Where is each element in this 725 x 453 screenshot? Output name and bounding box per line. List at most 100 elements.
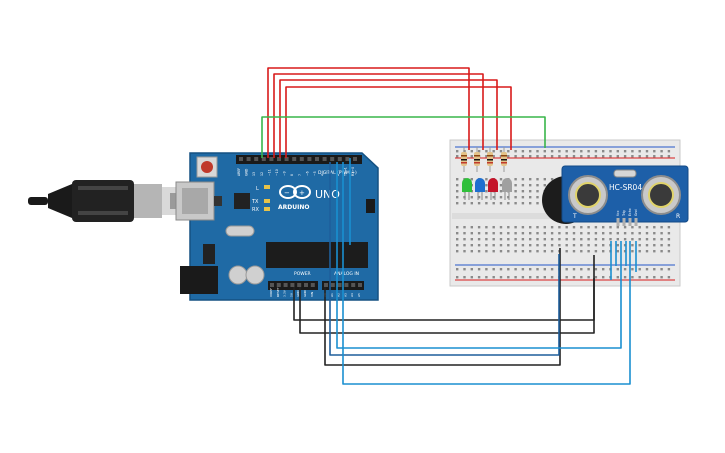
breadboard-hole[interactable]: [631, 232, 634, 235]
breadboard-hole[interactable]: [580, 226, 583, 229]
header-pin[interactable]: [344, 283, 349, 287]
breadboard-hole[interactable]: [631, 276, 634, 279]
breadboard-hole[interactable]: [558, 150, 561, 153]
breadboard-hole[interactable]: [514, 184, 517, 187]
breadboard-hole[interactable]: [609, 150, 612, 153]
breadboard-hole[interactable]: [565, 226, 568, 229]
breadboard-hole[interactable]: [609, 226, 612, 229]
reset-button[interactable]: [201, 161, 213, 173]
breadboard-hole[interactable]: [572, 150, 576, 153]
breadboard-hole[interactable]: [463, 244, 466, 247]
breadboard-hole[interactable]: [456, 184, 459, 187]
breadboard-hole[interactable]: [463, 226, 466, 229]
breadboard-hole[interactable]: [594, 232, 598, 235]
breadboard-hole[interactable]: [470, 250, 473, 253]
header-pin[interactable]: [276, 283, 281, 287]
breadboard-hole[interactable]: [594, 150, 598, 153]
breadboard-hole[interactable]: [492, 150, 495, 153]
breadboard-hole[interactable]: [609, 155, 612, 158]
breadboard-hole[interactable]: [521, 196, 525, 199]
breadboard-hole[interactable]: [660, 268, 663, 271]
breadboard-hole[interactable]: [543, 150, 546, 153]
breadboard-hole[interactable]: [550, 150, 554, 153]
breadboard-hole[interactable]: [521, 202, 525, 205]
breadboard-hole[interactable]: [536, 276, 539, 279]
breadboard-hole[interactable]: [529, 226, 532, 229]
breadboard-hole[interactable]: [529, 155, 532, 158]
breadboard-hole[interactable]: [536, 178, 539, 181]
breadboard-hole[interactable]: [521, 276, 525, 279]
breadboard-hole[interactable]: [602, 150, 605, 153]
breadboard-hole[interactable]: [565, 244, 568, 247]
breadboard-hole[interactable]: [463, 250, 466, 253]
breadboard-hole[interactable]: [543, 155, 546, 158]
breadboard-hole[interactable]: [580, 238, 583, 241]
breadboard-hole[interactable]: [477, 196, 481, 199]
breadboard-hole[interactable]: [550, 226, 554, 229]
breadboard-hole[interactable]: [492, 202, 495, 205]
breadboard-hole[interactable]: [631, 250, 634, 253]
breadboard-hole[interactable]: [463, 238, 466, 241]
breadboard-hole[interactable]: [536, 155, 539, 158]
breadboard-hole[interactable]: [660, 250, 663, 253]
digital-pin-header[interactable]: [236, 155, 362, 164]
breadboard-hole[interactable]: [485, 190, 488, 193]
header-pin[interactable]: [307, 157, 312, 161]
breadboard-hole[interactable]: [470, 155, 473, 158]
breadboard-hole[interactable]: [470, 238, 473, 241]
breadboard-hole[interactable]: [638, 268, 641, 271]
breadboard-hole[interactable]: [499, 238, 503, 241]
breadboard-hole[interactable]: [587, 244, 590, 247]
header-pin[interactable]: [290, 283, 295, 287]
breadboard-hole[interactable]: [507, 155, 510, 158]
breadboard-hole[interactable]: [616, 276, 619, 279]
breadboard-hole[interactable]: [529, 196, 532, 199]
breadboard-hole[interactable]: [470, 268, 473, 271]
breadboard-hole[interactable]: [616, 244, 619, 247]
breadboard-hole[interactable]: [507, 226, 510, 229]
breadboard-hole[interactable]: [485, 184, 488, 187]
breadboard-hole[interactable]: [514, 226, 517, 229]
breadboard-hole[interactable]: [485, 276, 488, 279]
breadboard-hole[interactable]: [594, 250, 598, 253]
breadboard-hole[interactable]: [485, 155, 488, 158]
breadboard-hole[interactable]: [543, 276, 546, 279]
breadboard-hole[interactable]: [485, 244, 488, 247]
breadboard-hole[interactable]: [602, 226, 605, 229]
breadboard-hole[interactable]: [616, 150, 619, 153]
breadboard-hole[interactable]: [602, 276, 605, 279]
breadboard-hole[interactable]: [587, 232, 590, 235]
breadboard-hole[interactable]: [616, 238, 619, 241]
header-pin[interactable]: [283, 283, 288, 287]
breadboard-hole[interactable]: [631, 244, 634, 247]
header-pin[interactable]: [358, 283, 362, 287]
breadboard-hole[interactable]: [653, 232, 656, 235]
header-pin[interactable]: [351, 283, 356, 287]
breadboard-hole[interactable]: [485, 226, 488, 229]
breadboard-hole[interactable]: [550, 155, 554, 158]
breadboard-hole[interactable]: [594, 244, 598, 247]
breadboard-hole[interactable]: [572, 250, 576, 253]
breadboard-hole[interactable]: [485, 178, 488, 181]
breadboard-hole[interactable]: [536, 232, 539, 235]
header-pin[interactable]: [330, 157, 335, 161]
header-pin[interactable]: [261, 157, 266, 161]
breadboard-hole[interactable]: [456, 268, 459, 271]
breadboard-hole[interactable]: [470, 244, 473, 247]
breadboard-hole[interactable]: [536, 238, 539, 241]
breadboard-hole[interactable]: [667, 244, 671, 247]
breadboard-hole[interactable]: [645, 232, 649, 235]
breadboard-hole[interactable]: [521, 250, 525, 253]
breadboard-hole[interactable]: [602, 244, 605, 247]
breadboard-hole[interactable]: [580, 155, 583, 158]
sensor-pin[interactable]: [628, 218, 632, 226]
breadboard-hole[interactable]: [507, 238, 510, 241]
breadboard-hole[interactable]: [499, 276, 503, 279]
breadboard-hole[interactable]: [638, 276, 641, 279]
breadboard-hole[interactable]: [550, 232, 554, 235]
breadboard-hole[interactable]: [623, 244, 627, 247]
breadboard-hole[interactable]: [558, 155, 561, 158]
breadboard-hole[interactable]: [470, 226, 473, 229]
breadboard-hole[interactable]: [529, 244, 532, 247]
breadboard-hole[interactable]: [507, 232, 510, 235]
